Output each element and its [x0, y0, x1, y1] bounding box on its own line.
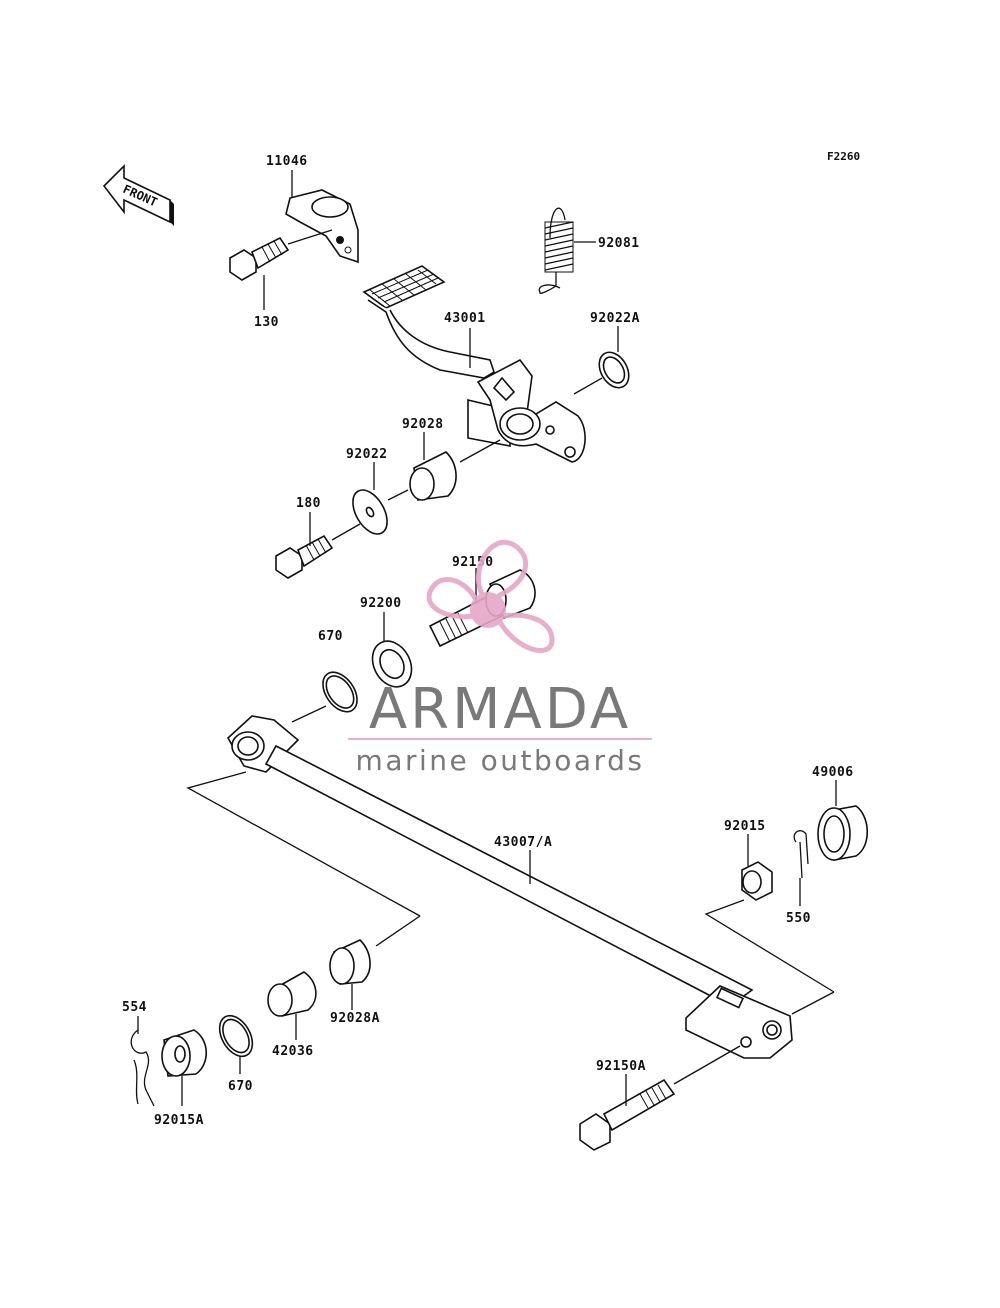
- collar-42036: [267, 971, 317, 1017]
- bracket-11046: [285, 189, 359, 264]
- cotter-pin-550: [793, 830, 809, 879]
- label-550: 550: [786, 911, 811, 926]
- nut-92015: [741, 861, 773, 901]
- bolt-180: [275, 534, 334, 579]
- front-arrow-icon: FRONT: [102, 164, 174, 226]
- label-92015: 92015: [724, 819, 766, 834]
- label-92022A: 92022A: [590, 311, 640, 326]
- label-92150A: 92150A: [596, 1059, 646, 1074]
- watermark: ARMADA marine outboards: [348, 539, 652, 777]
- label-92028A: 92028A: [330, 1011, 380, 1026]
- clip-554: [130, 1029, 155, 1107]
- cap-49006: [817, 805, 868, 861]
- label-92015A: 92015A: [154, 1113, 204, 1128]
- washer-92022A: [598, 351, 630, 389]
- label-180: 180: [296, 496, 321, 511]
- spring-92081: [538, 207, 574, 294]
- bolt-92150A: [579, 1078, 676, 1151]
- label-670-upper: 670: [318, 629, 343, 644]
- collar-92028: [409, 451, 457, 501]
- label-554: 554: [122, 1000, 147, 1015]
- propeller-logo-icon: [426, 539, 555, 653]
- collar-92028A: [329, 939, 371, 985]
- snap-ring-670-lower: [218, 1014, 254, 1058]
- washer-92200: [371, 640, 413, 688]
- label-130: 130: [254, 315, 279, 330]
- watermark-brand: ARMADA: [369, 677, 631, 742]
- washer-92015A: [161, 1029, 208, 1077]
- label-92200: 92200: [360, 596, 402, 611]
- label-49006: 49006: [812, 765, 854, 780]
- label-92150: 92150: [452, 555, 494, 570]
- label-92022: 92022: [346, 447, 388, 462]
- brake-rod-43007A: [226, 715, 793, 1059]
- label-92028: 92028: [402, 417, 444, 432]
- brake-pedal-43001: [362, 265, 586, 463]
- label-43001: 43001: [444, 311, 486, 326]
- label-11046: 11046: [266, 154, 308, 169]
- label-43007A: 43007/A: [494, 835, 552, 850]
- watermark-tagline: marine outboards: [356, 744, 645, 777]
- figure-code: F2260: [827, 150, 860, 163]
- label-670-lower: 670: [228, 1079, 253, 1094]
- bolt-130: [229, 236, 290, 281]
- snap-ring-670-upper: [322, 671, 358, 713]
- label-42036: 42036: [272, 1044, 314, 1059]
- washer-92022: [352, 489, 388, 535]
- label-92081: 92081: [598, 236, 640, 251]
